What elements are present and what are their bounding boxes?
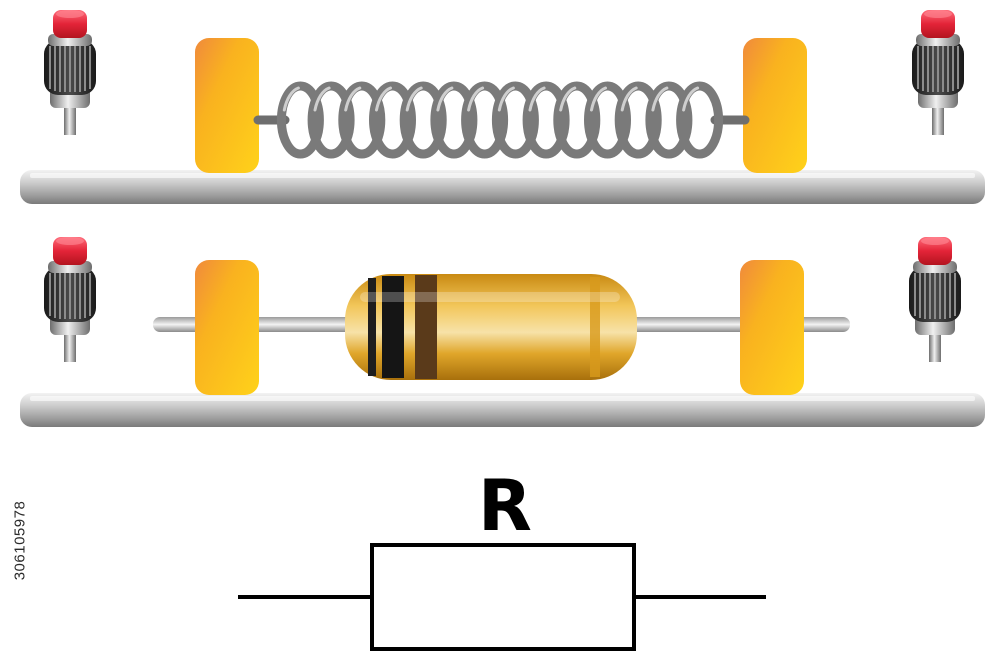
terminal-knob-icon (911, 9, 965, 136)
resistor-symbol-icon (238, 543, 766, 651)
middle-right-post (740, 260, 804, 395)
coil-highlight (282, 86, 300, 112)
coil-loop (584, 81, 631, 159)
coil-loop (614, 81, 662, 159)
coil-loop (522, 81, 570, 159)
carbon-resistor-assembly (20, 236, 985, 427)
stock-id-text: 306105978 (11, 500, 29, 580)
coil-highlight (497, 86, 515, 112)
coil-highlight (344, 86, 362, 112)
coil-loop (645, 81, 693, 159)
coil-highlight (559, 86, 577, 112)
terminal-knob-icon (43, 236, 97, 363)
coil-highlight (590, 86, 607, 112)
coil-highlight (467, 86, 485, 112)
coil-highlight (405, 86, 423, 112)
coil-loop (461, 81, 509, 159)
middle-base-rail (20, 393, 985, 427)
middle-left-post (195, 260, 259, 395)
top-left-post (195, 38, 259, 173)
coil-loop (553, 81, 601, 159)
coil-loop (676, 81, 724, 159)
coil-loop (430, 81, 478, 159)
coil-highlight (528, 86, 546, 112)
coil-highlight (620, 86, 638, 112)
top-base-rail (20, 170, 985, 204)
symbol-body (370, 543, 636, 651)
resistor-symbol-label: R (478, 465, 532, 547)
top-right-post (743, 38, 807, 173)
coil-highlight (651, 86, 669, 112)
coil-loop (399, 81, 447, 159)
coil-loop (369, 81, 416, 159)
stock-id-watermark: 306105978 (5, 440, 35, 640)
coil-highlight (436, 86, 454, 112)
resistor-component-icon (345, 274, 637, 380)
coil-loop (338, 81, 386, 159)
terminal-knob-icon (908, 236, 962, 363)
coil-highlight (682, 86, 700, 112)
wirewound-resistor-assembly (20, 9, 985, 204)
wire-coil-icon (253, 81, 750, 159)
terminal-knob-icon (43, 9, 97, 136)
coil-highlight (375, 86, 392, 112)
coil-highlight (313, 86, 331, 112)
coil-loop (307, 81, 355, 159)
coil-loop (491, 81, 539, 159)
coil-loop (276, 81, 324, 159)
